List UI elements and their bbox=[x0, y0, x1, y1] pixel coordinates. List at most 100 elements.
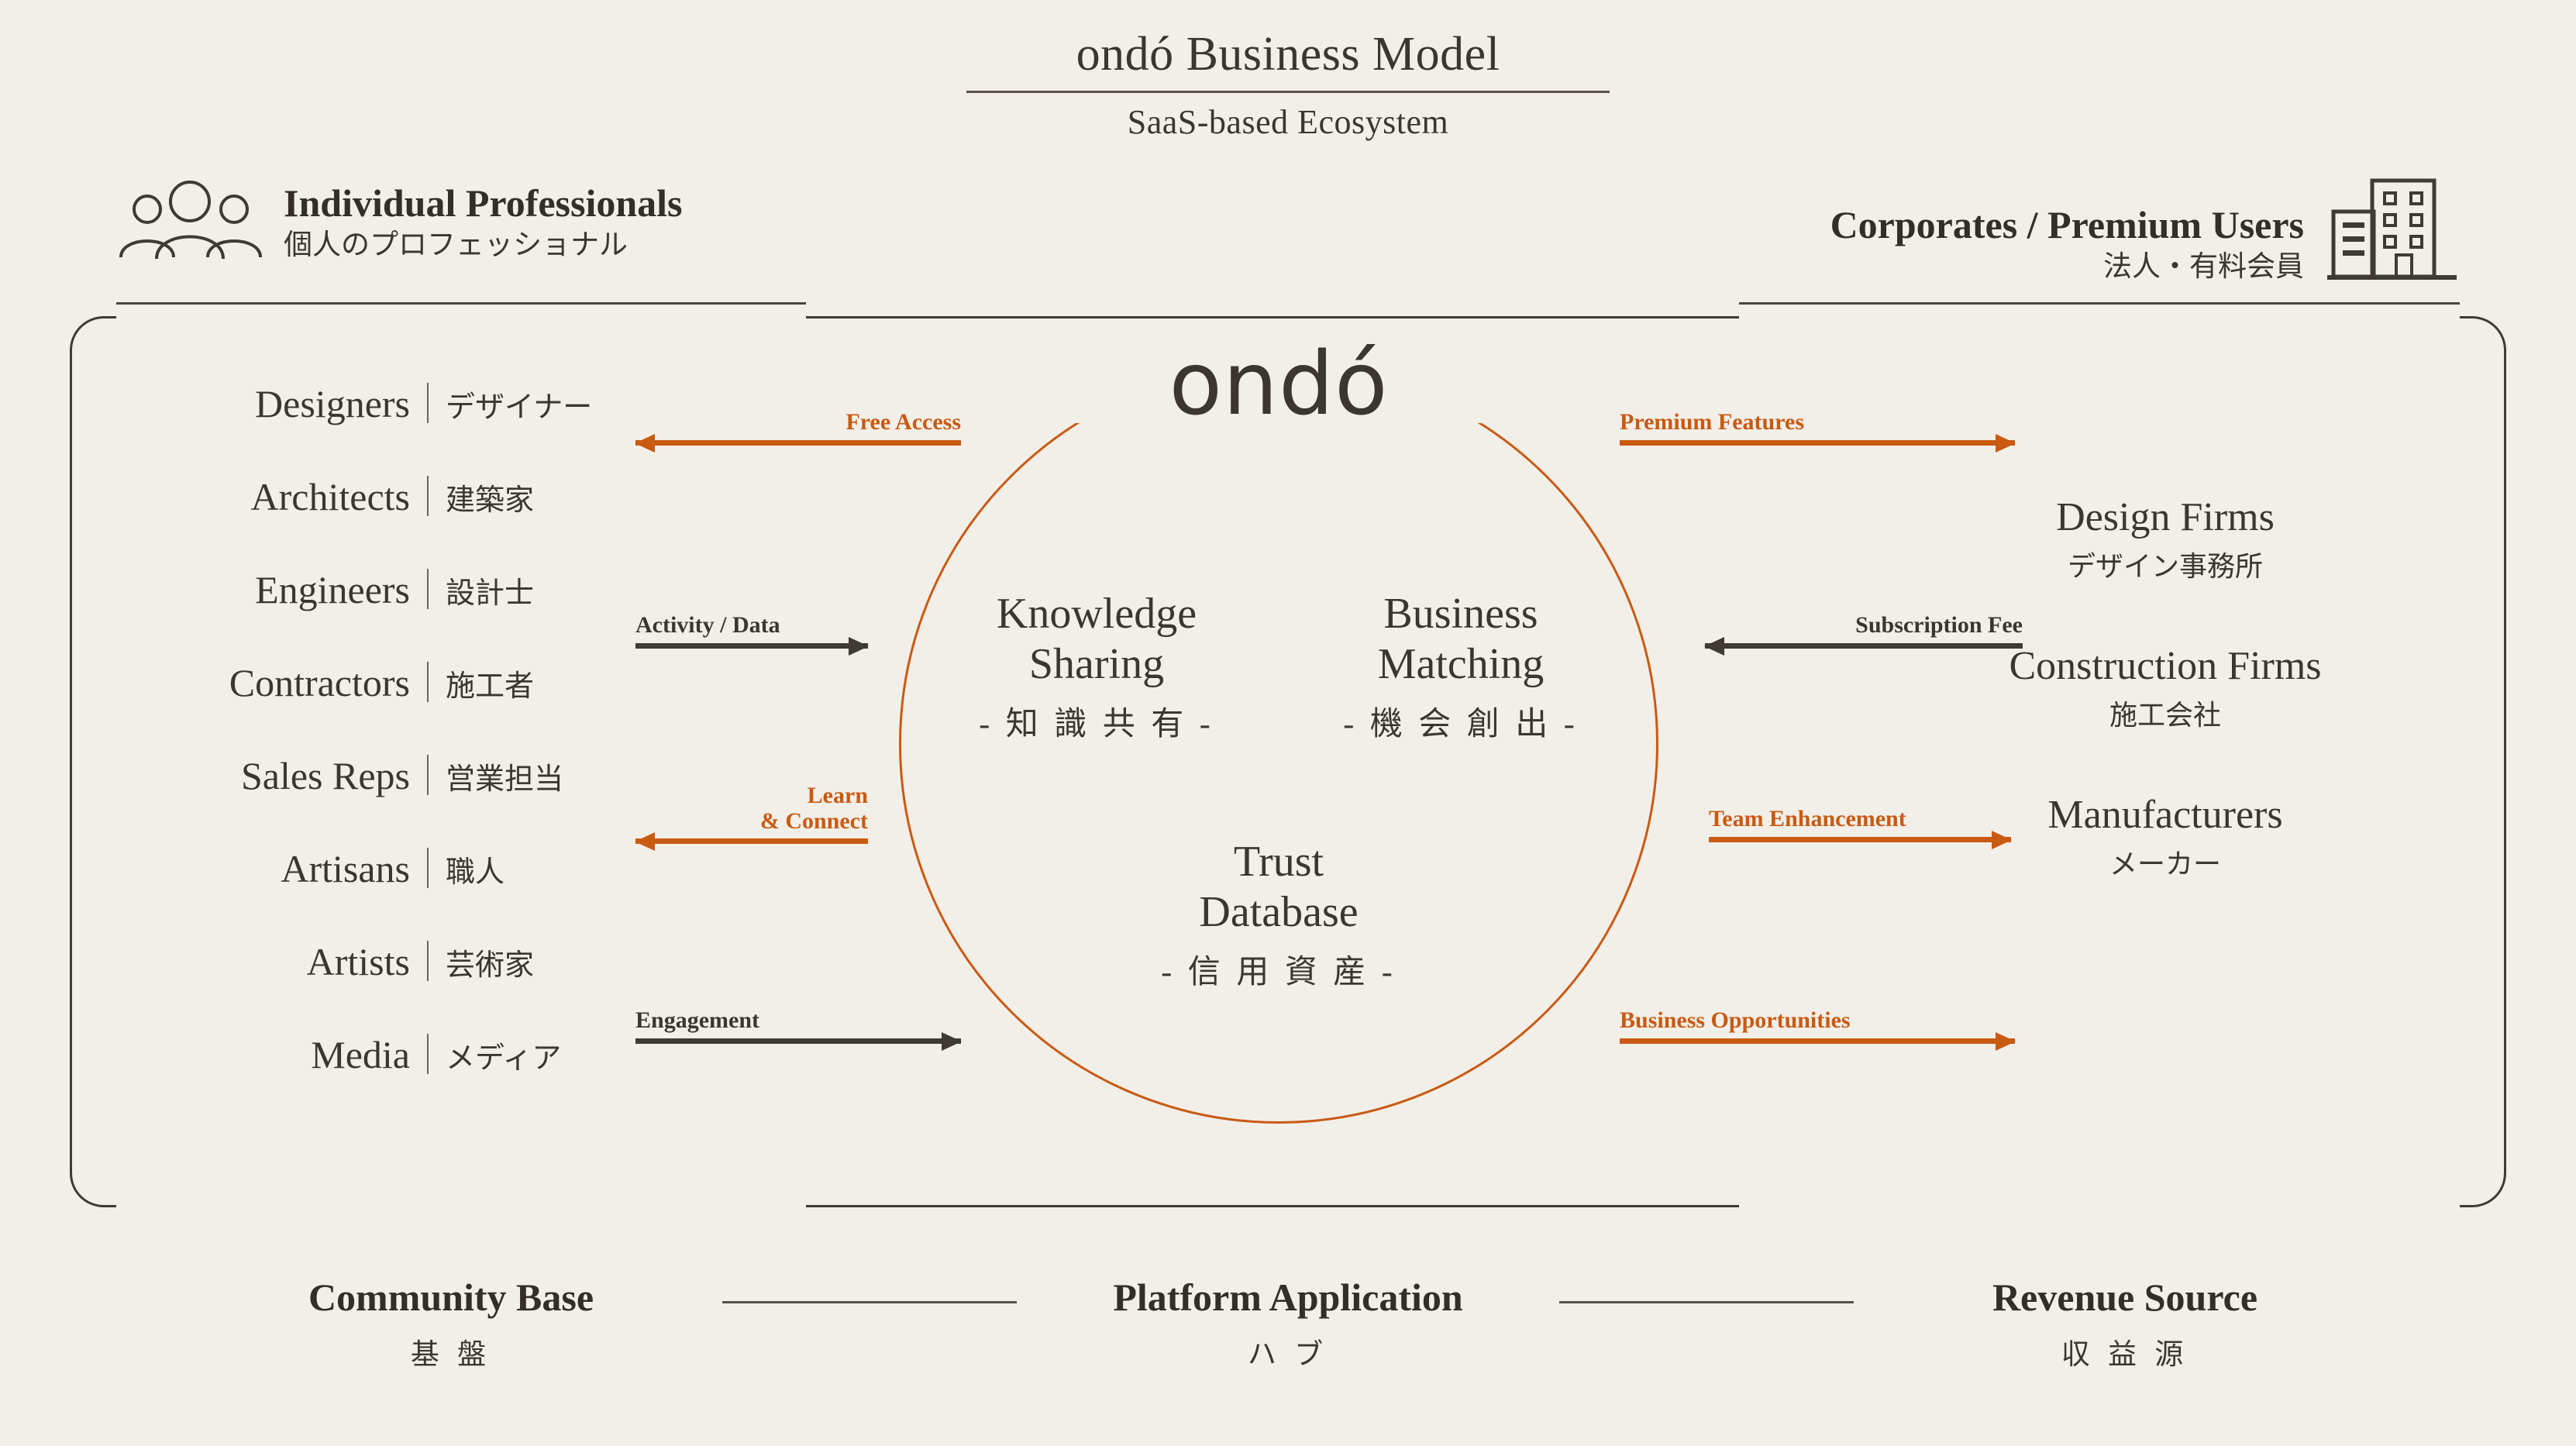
profession-jp: 施工者 bbox=[446, 670, 535, 703]
pillar-trust-database: Trust Database - 信 用 資 産 - bbox=[899, 837, 1658, 993]
corporate-en: Manufacturers bbox=[2047, 793, 2283, 838]
list-item: Construction Firms 施工会社 bbox=[1871, 644, 2460, 733]
arrow-label: Engagement bbox=[635, 1007, 759, 1033]
profession-en: Media bbox=[311, 1033, 410, 1076]
arrow-head-icon bbox=[849, 636, 869, 656]
left-panel-title-jp: 個人のプロフェッショナル bbox=[284, 229, 628, 261]
footer-connector-2 bbox=[1559, 1301, 1854, 1303]
arrow-label: Business Opportunities bbox=[1620, 1007, 1851, 1033]
list-item: Artisans 職人 bbox=[132, 842, 612, 935]
footer-label-jp: 収 益 源 bbox=[2061, 1339, 2189, 1371]
arrow-business-opportunities: Business Opportunities bbox=[1620, 1007, 2016, 1051]
ecosystem-board bbox=[70, 316, 2506, 1207]
arrow-head-icon bbox=[635, 433, 655, 453]
arrow-label-line2: & Connect bbox=[759, 808, 868, 834]
footer-row: Community Base 基 盤 Platform Application … bbox=[0, 1275, 2576, 1372]
list-item: Architects 建築家 bbox=[132, 470, 612, 563]
pillar-knowledge-sharing: Knowledge Sharing - 知 識 共 有 - bbox=[942, 589, 1252, 745]
pillar-business-matching: Business Matching - 機 会 創 出 - bbox=[1306, 589, 1616, 745]
arrow-label: Free Access bbox=[845, 409, 961, 435]
arrow-free-access: Free Access bbox=[635, 409, 961, 453]
arrow-team-enhancement: Team Enhancement bbox=[1709, 806, 2012, 849]
arrow-label: Team Enhancement bbox=[1709, 806, 1906, 831]
divider bbox=[427, 383, 429, 423]
divider bbox=[427, 941, 429, 981]
board-mask-left bbox=[116, 315, 806, 320]
board-mask-bottom-left bbox=[116, 1203, 806, 1209]
pillar-jp: - 知 識 共 有 - bbox=[979, 706, 1214, 742]
pillar-en-line1: Trust bbox=[1233, 838, 1324, 886]
pillar-en-line2: Sharing bbox=[1028, 639, 1165, 688]
profession-jp: 営業担当 bbox=[446, 763, 564, 796]
footer-item-community-base: Community Base 基 盤 bbox=[180, 1275, 722, 1372]
footer-label-en: Platform Application bbox=[1113, 1276, 1463, 1319]
pillar-en-line1: Knowledge bbox=[996, 590, 1197, 638]
divider bbox=[427, 1034, 429, 1074]
divider bbox=[427, 662, 429, 702]
title-divider bbox=[966, 91, 1610, 94]
divider bbox=[427, 755, 429, 795]
corporate-jp: デザイン事務所 bbox=[2067, 551, 2263, 583]
profession-list: Designers デザイナー Architects 建築家 Engineers… bbox=[132, 377, 612, 1121]
footer-label-jp: ハ ブ bbox=[1247, 1339, 1329, 1371]
arrow-head-icon bbox=[1992, 830, 2012, 849]
arrow-activity-data: Activity / Data bbox=[635, 612, 869, 656]
list-item: Media メディア bbox=[132, 1028, 612, 1121]
arrow-head-icon bbox=[1996, 433, 2016, 453]
pillar-en-line2: Database bbox=[1199, 887, 1359, 936]
board-mask-bottom-right bbox=[1739, 1203, 2460, 1209]
arrow-label: Premium Features bbox=[1620, 409, 1804, 435]
pillar-jp: - 信 用 資 産 - bbox=[1161, 954, 1396, 990]
footer-item-platform-application: Platform Application ハ ブ bbox=[1017, 1275, 1559, 1372]
profession-en: Contractors bbox=[229, 661, 410, 704]
corporate-en: Design Firms bbox=[2056, 495, 2275, 539]
profession-jp: 建築家 bbox=[446, 484, 535, 517]
left-panel-title-en: Individual Professionals bbox=[284, 181, 683, 225]
list-item: Designers デザイナー bbox=[132, 377, 612, 470]
page-title: ondó Business Model bbox=[1076, 28, 1500, 81]
list-item: Sales Reps 営業担当 bbox=[132, 749, 612, 842]
brand-wordmark: ondó bbox=[1169, 334, 1389, 435]
corporate-jp: メーカー bbox=[2109, 849, 2221, 880]
arrow-head-icon bbox=[1704, 636, 1724, 656]
brand-backdrop bbox=[1031, 364, 1527, 423]
profession-en: Engineers bbox=[255, 568, 410, 611]
board-mask-right bbox=[1739, 315, 2460, 320]
arrow-label: Activity / Data bbox=[635, 612, 780, 638]
profession-en: Sales Reps bbox=[240, 754, 410, 797]
profession-en: Designers bbox=[255, 382, 410, 425]
list-item: Engineers 設計士 bbox=[132, 563, 612, 656]
list-item: Manufacturers メーカー bbox=[1871, 794, 2460, 882]
corporate-jp: 施工会社 bbox=[2109, 700, 2221, 732]
profession-en: Artists bbox=[306, 940, 410, 983]
arrow-label: Subscription Fee bbox=[1855, 612, 2023, 638]
left-panel-header: Individual Professionals 個人のプロフェッショナル bbox=[116, 180, 683, 261]
arrow-head-icon bbox=[1996, 1031, 2016, 1051]
profession-jp: 芸術家 bbox=[446, 949, 535, 982]
list-item: Artists 芸術家 bbox=[132, 935, 612, 1028]
right-panel-title-jp: 法人・有料会員 bbox=[2103, 250, 2304, 283]
left-header-divider bbox=[116, 302, 806, 305]
arrow-label-line1: Learn bbox=[807, 783, 868, 808]
profession-jp: 設計士 bbox=[446, 577, 535, 610]
pillar-en-line2: Matching bbox=[1377, 639, 1545, 688]
pillar-row: Knowledge Sharing - 知 識 共 有 - Business M… bbox=[899, 589, 1658, 745]
profession-jp: メディア bbox=[446, 1042, 562, 1075]
footer-item-revenue-source: Revenue Source 収 益 源 bbox=[1854, 1275, 2396, 1372]
right-header-divider bbox=[1739, 302, 2460, 305]
arrow-subscription-fee: Subscription Fee bbox=[1704, 612, 2023, 656]
office-buildings-icon bbox=[2324, 174, 2460, 283]
pillar-jp: - 機 会 創 出 - bbox=[1343, 706, 1579, 742]
footer-label-en: Community Base bbox=[308, 1276, 594, 1319]
divider bbox=[427, 848, 429, 888]
footer-label-jp: 基 盤 bbox=[410, 1339, 492, 1371]
arrow-engagement: Engagement bbox=[635, 1007, 962, 1051]
arrow-learn-connect: Learn & Connect bbox=[635, 783, 868, 851]
profession-jp: デザイナー bbox=[446, 391, 593, 424]
list-item: Design Firms デザイン事務所 bbox=[1871, 495, 2460, 584]
arrow-premium-features: Premium Features bbox=[1620, 409, 2016, 453]
arrow-head-icon bbox=[942, 1031, 962, 1051]
people-group-icon bbox=[116, 180, 263, 261]
page-subtitle: SaaS-based Ecosystem bbox=[1127, 103, 1449, 142]
